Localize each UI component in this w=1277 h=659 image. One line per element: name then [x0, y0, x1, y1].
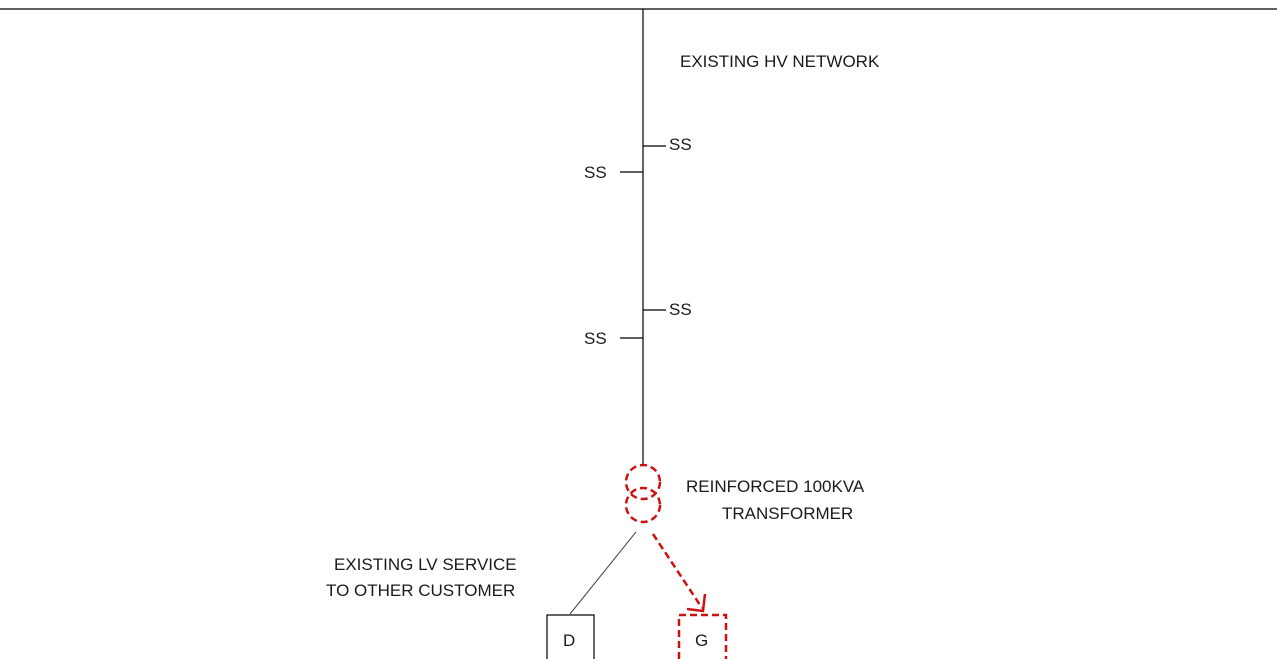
substation-label: SS	[584, 329, 607, 348]
generator-connection-line	[651, 533, 704, 609]
generator-box-label: G	[695, 631, 708, 650]
hv-network-label: EXISTING HV NETWORK	[680, 52, 880, 71]
transformer-primary-coil	[624, 463, 662, 501]
substation-2: SS	[584, 163, 643, 182]
substation-label: SS	[669, 300, 692, 319]
transformer-label-line1: REINFORCED 100KVA	[686, 477, 865, 496]
substation-label: SS	[584, 163, 607, 182]
demand-box-label: D	[563, 631, 575, 650]
substation-3: SS	[643, 300, 692, 319]
generator-box-frame	[677, 613, 728, 659]
transformer-label-line2: TRANSFORMER	[722, 504, 853, 523]
generator-connection	[651, 533, 707, 613]
generator-box: G	[677, 613, 728, 659]
lv-service-line	[569, 531, 637, 615]
lv-service-label-line2: TO OTHER CUSTOMER	[326, 581, 515, 600]
substation-1: SS	[643, 135, 692, 154]
transformer-secondary-coil	[624, 486, 662, 524]
transformer-symbol	[624, 463, 662, 524]
arrowhead-icon	[686, 593, 707, 613]
demand-box: D	[546, 614, 595, 659]
substation-4: SS	[584, 329, 643, 348]
demand-box-frame	[546, 614, 595, 659]
lv-service-label-line1: EXISTING LV SERVICE	[334, 555, 517, 574]
substation-label: SS	[669, 135, 692, 154]
